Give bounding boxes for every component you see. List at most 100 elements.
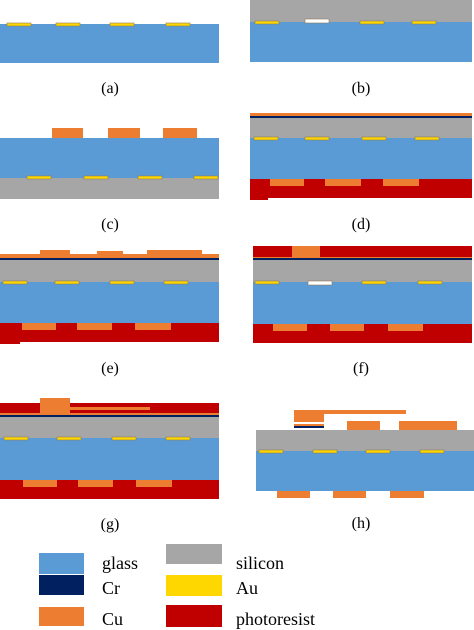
cu-pad (333, 491, 366, 498)
cu-layer (0, 413, 219, 415)
panel-b: (b) (250, 0, 472, 97)
glass-layer (256, 451, 474, 491)
legend-label-silicon: silicon (236, 553, 284, 573)
glass-layer (250, 22, 472, 62)
legend: glass silicon Cr Au Cu photoresist (39, 544, 315, 629)
glass-layer (0, 282, 219, 323)
au-electrode (253, 136, 279, 141)
legend-label-cu: Cu (102, 609, 123, 629)
au-electrode (361, 136, 387, 141)
cu-pad (325, 179, 361, 186)
cr-layer (294, 426, 324, 428)
cu-pad (108, 128, 140, 138)
panel-label-c: (c) (101, 216, 119, 233)
cu-anchor (294, 414, 324, 422)
cu-pad (399, 421, 457, 430)
au-electrode (254, 20, 280, 25)
au-electrode (163, 280, 189, 285)
cu-layer (0, 254, 219, 258)
silicon-layer (0, 417, 219, 438)
legend-label-photoresist: photoresist (236, 609, 315, 629)
au-electrode (312, 449, 338, 454)
cu-pad (135, 323, 171, 330)
panel-e: (e) (0, 250, 219, 377)
cu-pad (390, 491, 424, 498)
au-electrode (254, 280, 280, 285)
legend-label-au: Au (236, 578, 258, 598)
cu-pad (163, 128, 197, 138)
cu-pad (22, 323, 56, 330)
au-electrode (359, 20, 385, 25)
au-electrode (2, 280, 28, 285)
cu-pad (388, 324, 423, 331)
cu-bump (147, 250, 202, 255)
panel-label-a: (a) (101, 80, 119, 97)
cu-pad (273, 324, 307, 331)
panel-c: (c) (0, 128, 219, 233)
panel-label-g: (g) (101, 516, 120, 533)
cu-pad (52, 128, 83, 138)
legend-label-cr: Cr (102, 578, 120, 598)
panel-f: (f) (253, 246, 472, 377)
panel-h: (h) (256, 410, 474, 532)
au-electrode (304, 136, 330, 141)
photoresist-layer (253, 246, 472, 257)
cu-layer (294, 424, 324, 426)
au-electrode (417, 280, 443, 285)
au-electrode (411, 20, 437, 25)
cu-pad (330, 324, 364, 331)
cu-pad (270, 179, 304, 186)
cu-bump (40, 398, 70, 413)
au-electrode (419, 449, 445, 454)
panel-label-e: (e) (101, 360, 119, 377)
panel-g: (g) (0, 398, 219, 533)
au-electrode (365, 449, 391, 454)
cu-cantilever (294, 410, 406, 414)
glass-layer (0, 24, 219, 63)
au-electrode (307, 280, 333, 286)
silicon-layer (250, 118, 472, 138)
legend-swatch-silicon (166, 544, 222, 564)
au-electrode (193, 175, 219, 180)
panel-d: (d) (250, 113, 472, 233)
glass-layer (253, 282, 472, 324)
cu-bump (292, 246, 320, 257)
photoresist-layer (250, 198, 268, 200)
cr-layer (253, 258, 472, 260)
cu-pad (383, 179, 419, 186)
au-electrode (3, 436, 29, 441)
cu-pad (347, 421, 380, 430)
legend-swatch-glass (39, 553, 84, 574)
cr-layer (0, 415, 219, 417)
au-electrode (109, 22, 135, 27)
silicon-layer (0, 178, 219, 199)
au-electrode (165, 22, 191, 27)
cr-layer (0, 258, 219, 260)
photoresist-layer (0, 342, 20, 344)
au-electrode (26, 175, 52, 180)
panel-label-f: (f) (353, 360, 369, 377)
legend-swatch-photoresist (166, 605, 222, 627)
au-electrode (6, 22, 32, 27)
panel-label-h: (h) (352, 515, 371, 532)
au-electrode (56, 436, 82, 441)
cu-bump (97, 251, 123, 255)
au-electrode (54, 280, 80, 285)
cu-bump (40, 250, 70, 255)
silicon-layer (250, 0, 472, 22)
au-electrode (258, 449, 284, 454)
legend-swatch-cu (39, 607, 84, 626)
legend-label-glass: glass (102, 553, 138, 573)
legend-swatch-cr (39, 575, 84, 595)
glass-layer (250, 138, 472, 179)
au-electrode (83, 175, 109, 180)
au-electrode (165, 436, 191, 441)
cu-pad (277, 491, 310, 498)
silicon-layer (256, 430, 474, 451)
au-electrode (109, 280, 135, 285)
silicon-layer (253, 260, 472, 282)
legend-swatch-au (166, 575, 222, 596)
au-electrode (137, 175, 163, 180)
glass-layer (0, 438, 219, 480)
au-electrode (304, 18, 330, 24)
